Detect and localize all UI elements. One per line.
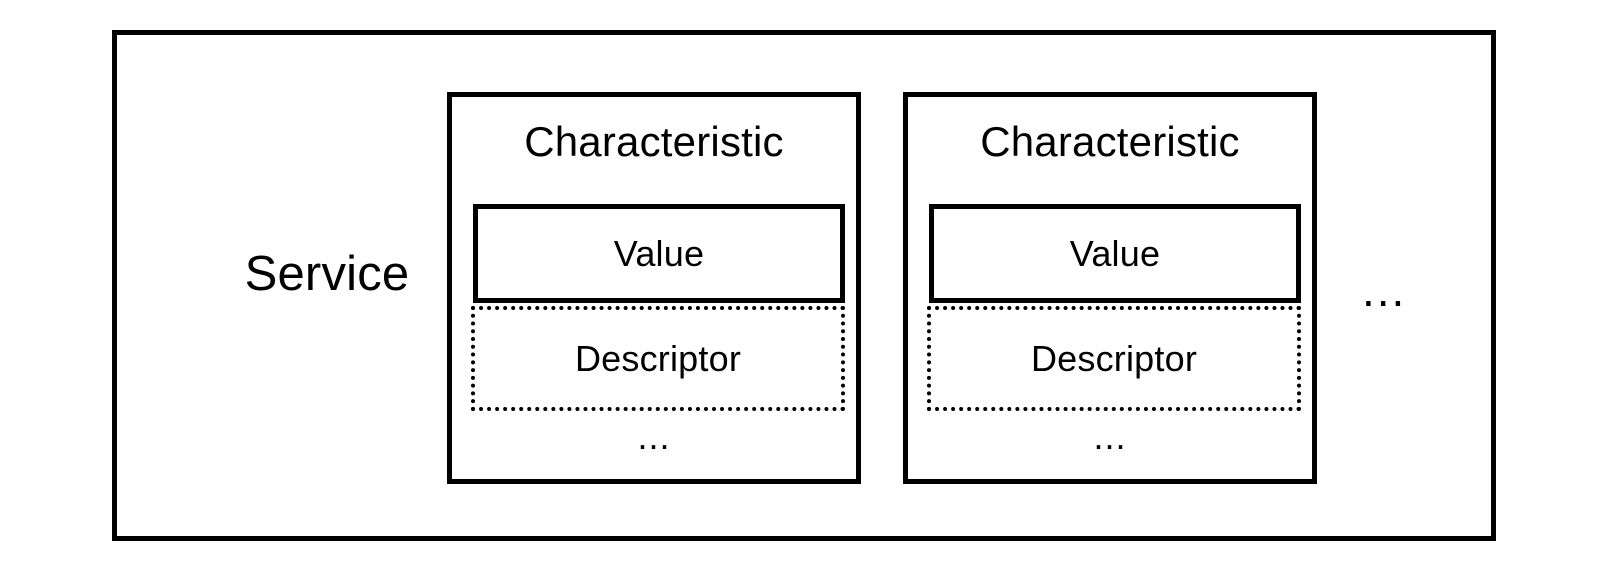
characteristic-container-2: Characteristic Value Descriptor ... <box>903 92 1317 484</box>
characteristic-ellipsis-1: ... <box>637 416 671 457</box>
characteristic-title-1: Characteristic <box>524 118 784 165</box>
value-container-1: Value <box>473 204 845 303</box>
characteristic-ellipsis-2: ... <box>1093 416 1127 457</box>
characteristic-title-2: Characteristic <box>980 118 1240 165</box>
value-container-2: Value <box>929 204 1301 303</box>
descriptor-label-2: Descriptor <box>1030 337 1198 379</box>
descriptor-container-1: Descriptor <box>471 306 845 411</box>
value-label-1: Value <box>613 232 705 274</box>
service-trailing-ellipsis: ... <box>1362 264 1407 316</box>
characteristic-container-1: Characteristic Value Descriptor ... <box>447 92 861 484</box>
service-label: Service <box>244 247 410 301</box>
descriptor-label-1: Descriptor <box>574 337 742 379</box>
descriptor-container-2: Descriptor <box>927 306 1301 411</box>
service-container: Service Characteristic Value Descriptor … <box>112 30 1496 541</box>
value-label-2: Value <box>1069 232 1161 274</box>
